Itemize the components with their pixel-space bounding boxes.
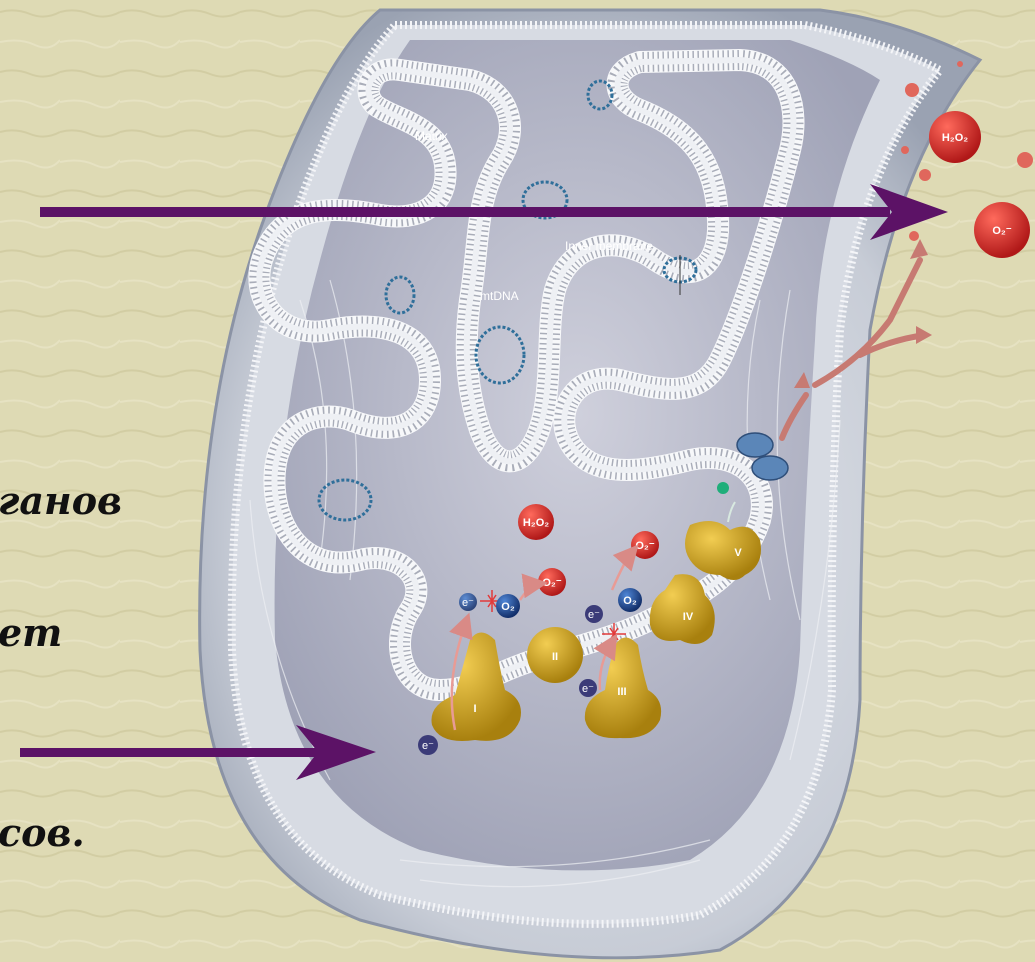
partial-text-line-1: ганов bbox=[0, 478, 122, 523]
matrix-label: Matrix bbox=[415, 129, 448, 143]
svg-text:O₂⁻: O₂⁻ bbox=[635, 540, 654, 552]
svg-text:IV: IV bbox=[683, 611, 694, 623]
electron: e⁻ bbox=[418, 735, 438, 755]
green-ion bbox=[717, 482, 729, 494]
svg-text:H₂O₂: H₂O₂ bbox=[523, 517, 549, 529]
svg-text:III: III bbox=[617, 686, 626, 698]
superoxide-molecule: O₂⁻ bbox=[538, 568, 566, 596]
svg-text:O₂: O₂ bbox=[623, 595, 637, 607]
partial-text-line-2: ет bbox=[0, 610, 62, 655]
svg-text:H₂O₂: H₂O₂ bbox=[942, 132, 968, 144]
svg-text:e⁻: e⁻ bbox=[462, 597, 474, 609]
svg-text:e⁻: e⁻ bbox=[588, 609, 600, 621]
svg-text:e⁻: e⁻ bbox=[582, 683, 594, 695]
svg-text:I: I bbox=[473, 703, 476, 715]
svg-text:O₂⁻: O₂⁻ bbox=[542, 577, 561, 589]
oxygen-molecule: O₂ bbox=[496, 594, 520, 618]
superoxide-outside: O₂⁻ bbox=[974, 202, 1030, 258]
oxygen-molecule: O₂ bbox=[618, 588, 642, 612]
complex-II: II bbox=[527, 627, 583, 683]
mtdna-label: mtDNA bbox=[480, 289, 519, 303]
hydrogen-peroxide-outside: H₂O₂ bbox=[929, 111, 981, 163]
svg-text:O₂⁻: O₂⁻ bbox=[992, 225, 1011, 237]
svg-text:V: V bbox=[734, 547, 742, 559]
svg-text:O₂: O₂ bbox=[501, 601, 515, 613]
electron: e⁻ bbox=[579, 679, 597, 697]
hydrogen-peroxide-molecule: H₂O₂ bbox=[518, 504, 554, 540]
electron: e⁻ bbox=[459, 593, 477, 611]
svg-text:II: II bbox=[552, 651, 558, 663]
superoxide-molecule: O₂⁻ bbox=[631, 531, 659, 559]
electron: e⁻ bbox=[585, 605, 603, 623]
inner-membrane-label: Inner membrane bbox=[565, 239, 653, 253]
partial-text-line-3: сов. bbox=[0, 810, 85, 855]
svg-text:e⁻: e⁻ bbox=[422, 740, 434, 752]
